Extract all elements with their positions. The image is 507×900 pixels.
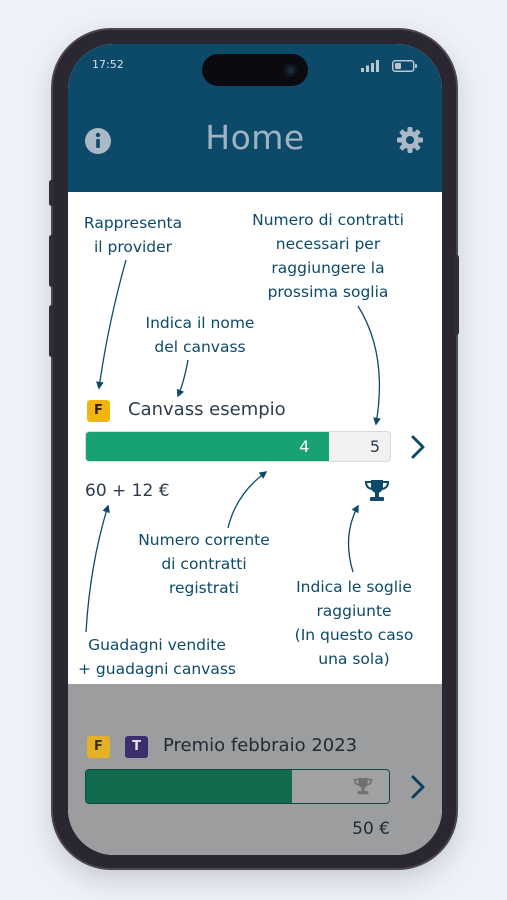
arrow-contracts-needed: [357, 305, 381, 426]
target-contracts-count: 5: [369, 437, 380, 456]
annotation-line: + guadagni canvass: [78, 660, 236, 678]
arrow-earnings: [85, 504, 110, 633]
arrow-thresholds: [347, 504, 359, 573]
arrow-provider: [96, 259, 127, 390]
arrow-canvass-name: [176, 359, 189, 398]
signal-icon: [361, 60, 379, 72]
annotation-arrows: [85, 259, 381, 633]
annotation-line: Indica le soglie: [296, 578, 412, 596]
phone-volume-up: [49, 235, 54, 287]
chevron-right-icon[interactable]: [410, 434, 426, 460]
canvass-name[interactable]: Premio febbraio 2023: [163, 735, 358, 756]
annotation-line: Numero corrente: [138, 531, 270, 549]
annotation-line: necessari per: [275, 235, 381, 253]
annotation-provider: Rappresenta il provider: [74, 211, 192, 259]
phone-side-button: [49, 180, 54, 206]
canvass-name[interactable]: Canvass esempio: [128, 399, 286, 420]
phone-volume-down: [49, 305, 54, 357]
type-badge: T: [125, 736, 148, 758]
annotation-line: di contratti: [161, 555, 247, 573]
progress-fill: [86, 770, 293, 803]
annotation-contracts-needed: Numero di contratti necessari per raggiu…: [238, 208, 418, 304]
trophy-icon: [364, 480, 390, 501]
chevron-right-icon[interactable]: [410, 774, 426, 800]
phone-power-button: [454, 255, 459, 335]
annotation-line: il provider: [93, 238, 173, 256]
annotation-line: (In questo caso: [294, 626, 414, 644]
canvass-earnings: 50 €: [352, 819, 390, 839]
annotation-line: una sola): [318, 650, 390, 668]
current-contracts-count: 4: [299, 437, 310, 456]
provider-badge: F: [87, 400, 110, 422]
contracts-progress-bar[interactable]: [85, 769, 390, 804]
annotation-line: del canvass: [154, 338, 246, 356]
front-camera: [284, 64, 297, 77]
progress-fill: [86, 432, 330, 461]
annotation-thresholds: Indica le soglie raggiunte (In questo ca…: [280, 575, 428, 671]
annotation-line: Numero di contratti: [252, 211, 404, 229]
annotation-line: Guadagni vendite: [88, 636, 226, 654]
header-curve: [68, 174, 442, 192]
info-icon[interactable]: [84, 127, 112, 155]
contracts-progress-bar[interactable]: 4 5: [85, 431, 391, 462]
annotation-earnings: Guadagni vendite + guadagni canvass: [71, 633, 243, 681]
status-time: 17:52: [92, 58, 124, 71]
annotation-line: Rappresenta: [83, 214, 183, 232]
battery-icon: [392, 60, 417, 72]
provider-badge: F: [87, 736, 110, 758]
annotation-line: registrati: [168, 579, 240, 597]
annotation-line: raggiunte: [316, 602, 392, 620]
annotation-line: Indica il nome: [145, 314, 255, 332]
trophy-icon: [353, 778, 373, 795]
annotation-canvass-name: Indica il nome del canvass: [130, 311, 270, 359]
arrow-current-contracts: [227, 471, 268, 529]
page-title: Home: [205, 118, 305, 157]
annotation-line: raggiungere la: [271, 259, 385, 277]
canvass-earnings: 60 + 12 €: [85, 481, 170, 501]
annotation-current-contracts: Numero corrente di contratti registrati: [124, 528, 284, 600]
annotation-line: prossima soglia: [267, 283, 389, 301]
app-screen: 17:52 Home Rappresenta il provider Numer: [68, 44, 442, 855]
gear-icon[interactable]: [396, 126, 424, 154]
